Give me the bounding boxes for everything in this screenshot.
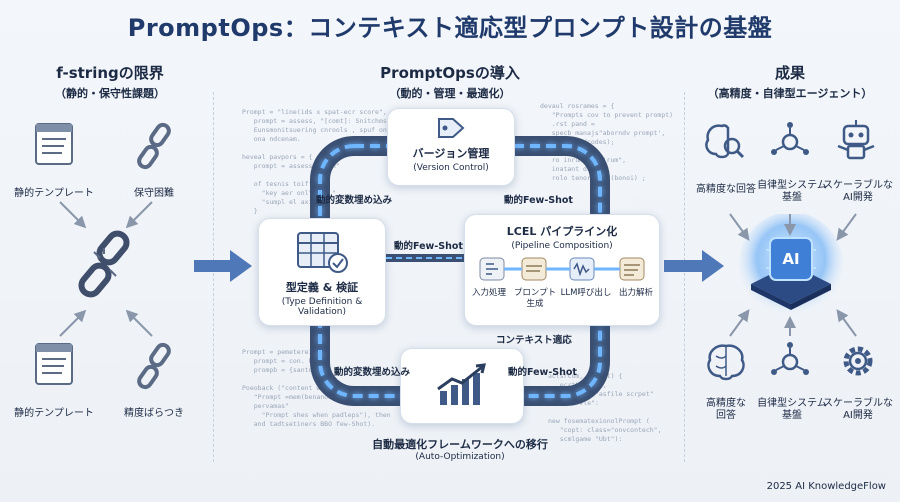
auto-optimization-card [400,348,524,424]
auto-optimization-subtitle: (Auto-Optimization) [415,452,505,462]
right-divider [684,92,685,462]
lcel-title: LCEL パイプライン化 [506,225,618,238]
right-top-item-0: 高精度な回答 [696,184,756,195]
flow-label-middle: 動的Few-Shot [394,241,463,252]
pipeline-steps-icons [474,256,650,282]
static-template-icon-bottom [34,342,74,390]
type-definition-subtitle: (Type Definition & Validation) [281,297,363,317]
right-arrows [729,213,857,337]
gear-icon-bottom [836,340,880,386]
left-divider [213,92,214,462]
auto-optimization-text: 自動最適化フレームワークへの移行 (Auto-Optimization) [340,436,580,462]
right-bottom-item-2: スケーラブルな AI開発 [823,398,893,421]
growth-chart-icon [437,363,486,405]
ai-chip-icon [739,214,843,316]
page-title: PromptOps：コンテキスト適応型プロンプト設計の基盤 [127,14,773,42]
version-control-title: バージョン管理 [412,147,490,160]
center-heading: PromptOpsの導入 [380,64,520,82]
right-top-item-2: スケーラブルな AI開発 [823,180,893,203]
pipeline-step-0: 入力処理 [471,288,506,298]
static-template-icon-top [34,122,74,170]
center-heading-block: PromptOpsの導入 （動的・管理・最適化） [320,62,580,101]
tag-icon [438,118,465,138]
version-control-card: バージョン管理 (Version Control) [387,108,515,186]
brain-search-icon-top [702,120,746,166]
auto-optimization-title: 自動最適化フレームワークへの移行 [372,438,548,451]
type-definition-title: 型定義 & 検証 [285,281,359,294]
left-item-3: 精度ばらつき [124,408,184,419]
version-control-subtitle: (Version Control) [413,163,489,173]
right-top-item-1: 自律型システム 基盤 [757,180,827,203]
brain-icon-bottom [704,340,748,386]
lcel-subtitle: (Pipeline Composition) [511,241,613,251]
network-gear-icon-bottom [768,340,812,386]
type-definition-card: 型定義 & 検証 (Type Definition & Validation) [258,218,386,326]
network-gear-icon-top [768,120,812,166]
pipeline-step-2: LLM呼び出し [560,288,612,298]
broken-chain-icon-bottom [132,342,178,394]
left-heading: f-stringの限界 [56,64,164,82]
robot-icon-top [834,118,878,168]
left-arrows [59,201,153,337]
left-item-1: 保守困難 [134,188,174,199]
right-bottom-item-1: 自律型システム 基盤 [757,398,827,421]
pipeline-step-1: プロンプト 生成 [513,288,557,309]
right-bottom-item-0: 高精度な 回答 [706,398,746,421]
center-subheading: （動的・管理・最適化） [389,87,511,100]
arrow-left-to-center [194,250,252,282]
right-heading-block: 成果 （高精度・自律型エージェント） [690,62,890,101]
ai-chip-label: AI [782,250,800,268]
left-subheading: （静的・保守性課題） [55,87,165,100]
left-item-2: 静的テンプレート [14,408,94,419]
flow-label-bottom-left: 動的変数埋め込み [334,367,411,378]
left-item-0: 静的テンプレート [14,188,94,199]
right-subheading: （高精度・自律型エージェント） [707,87,873,100]
left-heading-block: f-stringの限界 （静的・保守性課題） [20,62,200,101]
flow-label-context: コンテキスト適応 [496,335,572,346]
typedef-to-lcel-connector [386,254,464,262]
broken-chain-icon-top [132,122,178,174]
arrow-center-to-right [664,250,724,282]
footer-credit: 2025 AI KnowledgeFlow [766,481,886,492]
table-check-icon [297,232,348,273]
pipeline-step-3: 出力解析 [618,288,653,298]
flow-label-top-right: 動的Few-Shot [504,195,573,206]
broken-chain-icon-center [70,228,140,304]
flow-label-top-left: 動的変数埋め込み [316,195,393,206]
flow-label-bottom-right: 動的Few-Shot [508,367,577,378]
right-heading: 成果 [774,64,805,82]
